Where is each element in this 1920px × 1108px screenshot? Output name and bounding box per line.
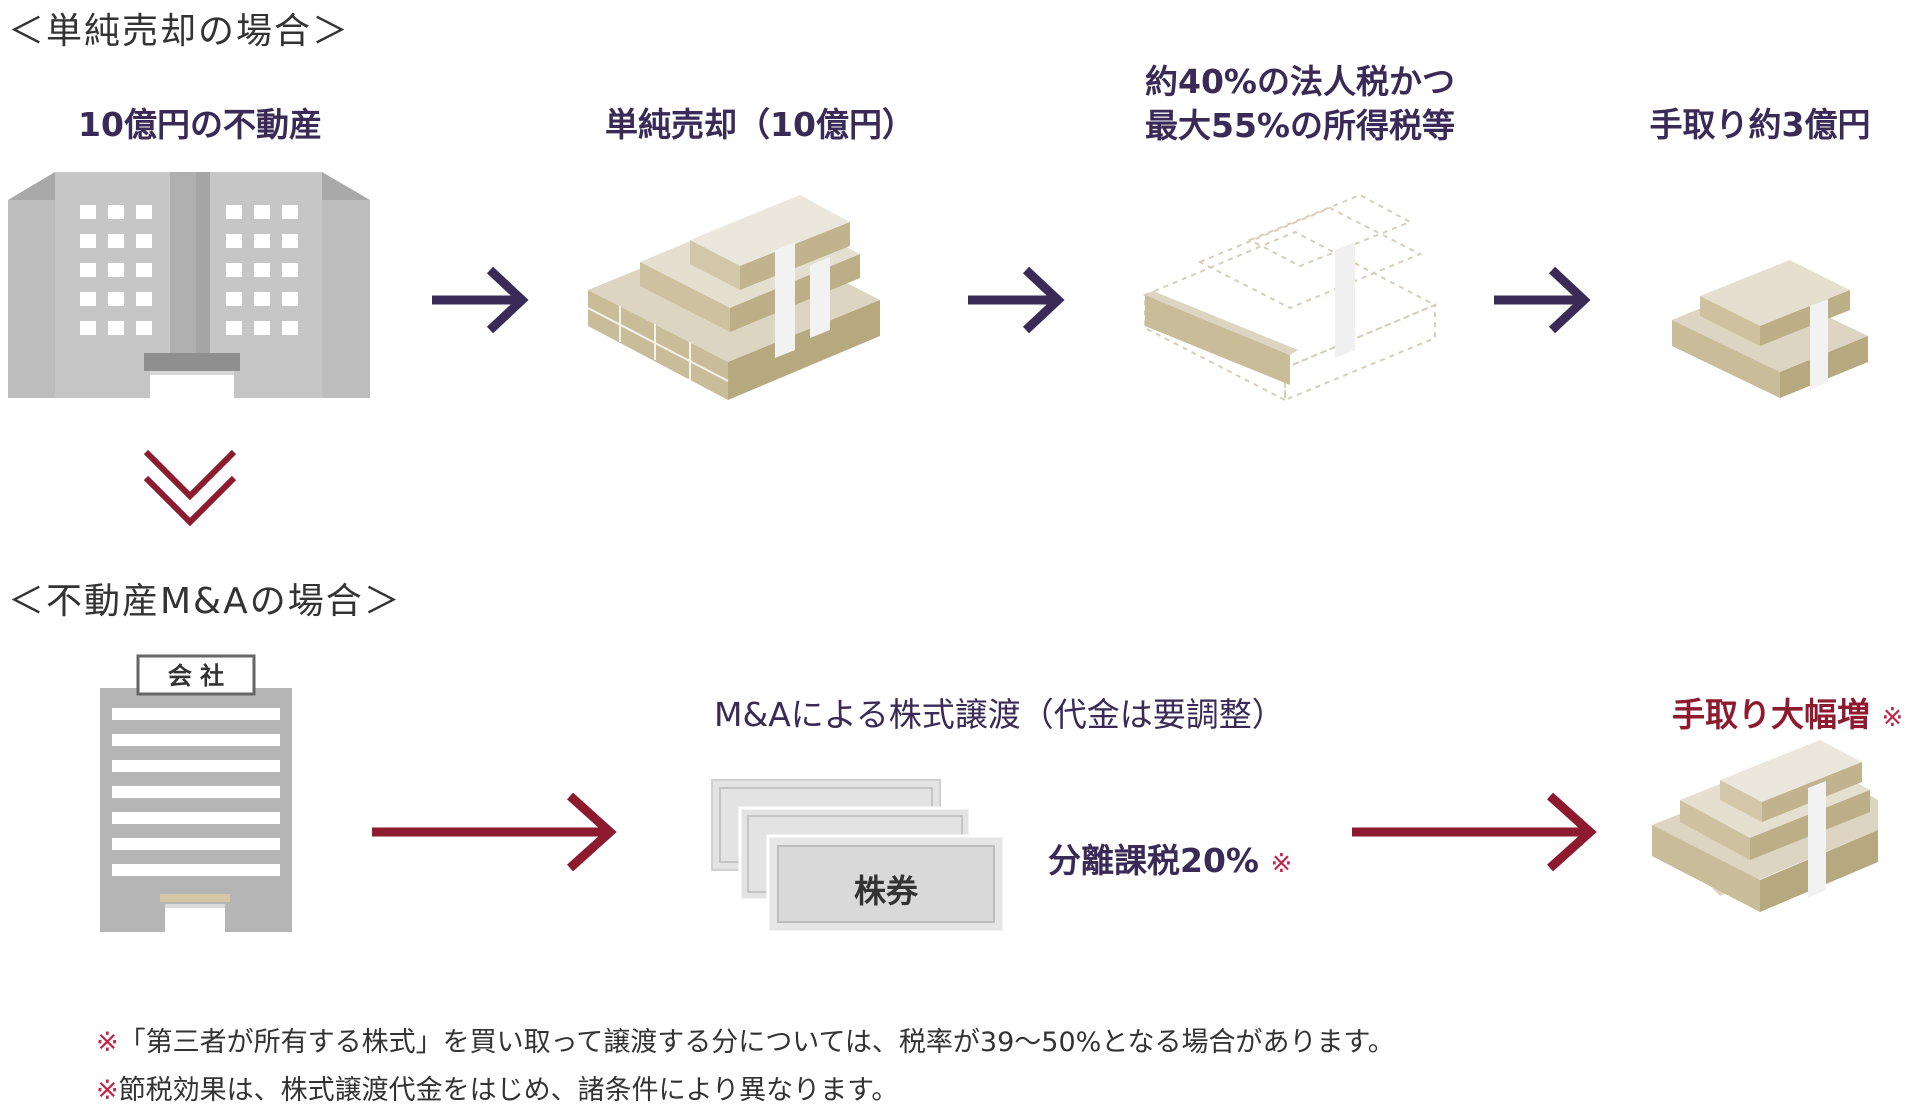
separate-tax-note-mark: ※ [1270, 849, 1293, 879]
footnote-1-text: 「第三者が所有する株式」を買い取って譲渡する分については、税率が39〜50%とな… [118, 1027, 1395, 1058]
label-share-transfer: M&Aによる株式譲渡（代金は要調整） [714, 695, 1285, 734]
money-stack-small-icon [1672, 260, 1868, 398]
section-title-simple-sale: ＜単純売却の場合＞ [8, 11, 351, 52]
footnote-2-mark: ※ [96, 1075, 119, 1106]
arrow-right-icon-1 [432, 266, 529, 334]
label-tax-line2: 最大55%の所得税等 [1145, 106, 1455, 145]
arrow-right-icon-3 [1494, 266, 1591, 334]
double-chevron-down-icon [143, 449, 237, 527]
label-simple-sale: 単純売却（10億円） [605, 105, 915, 144]
label-tax-line1: 約40%の法人税かつ [1145, 62, 1455, 101]
footnote-2: ※節税効果は、株式譲渡代金をはじめ、諸条件により異なります。 [96, 1068, 898, 1107]
net-ma-note-mark: ※ [1881, 703, 1904, 733]
label-net-ma: 手取り大幅増 ※ [1672, 688, 1903, 736]
label-property: 10億円の不動産 [78, 105, 322, 144]
arrow-right-icon-2 [968, 266, 1065, 334]
office-building-icon [8, 172, 370, 398]
stock-certificate-icon [711, 779, 1006, 934]
money-stack-result-icon [1652, 740, 1878, 912]
separate-tax-text: 分離課税20% [1048, 841, 1259, 880]
arrow-right-icon-red-2 [1352, 792, 1597, 872]
arrow-right-icon-red-1 [372, 792, 617, 872]
money-stack-dashed-icon [1142, 193, 1438, 402]
label-net-simple: 手取り約3億円 [1649, 105, 1871, 144]
company-building-icon [100, 654, 292, 932]
label-separate-tax: 分離課税20% ※ [1048, 834, 1292, 882]
footnote-1: ※「第三者が所有する株式」を買い取って譲渡する分については、税率が39〜50%と… [96, 1020, 1395, 1059]
company-sign-label: 会 社 [167, 662, 225, 690]
section-title-ma: ＜不動産M&Aの場合＞ [8, 581, 402, 622]
footnote-1-mark: ※ [96, 1027, 119, 1058]
stock-certificate-label: 株券 [853, 872, 918, 910]
money-stack-large-icon [587, 195, 880, 400]
net-ma-text: 手取り大幅増 [1672, 695, 1870, 734]
label-tax: 約40%の法人税かつ 最大55%の所得税等 [1090, 60, 1510, 148]
footnote-2-text: 節税効果は、株式譲渡代金をはじめ、諸条件により異なります。 [118, 1075, 899, 1106]
